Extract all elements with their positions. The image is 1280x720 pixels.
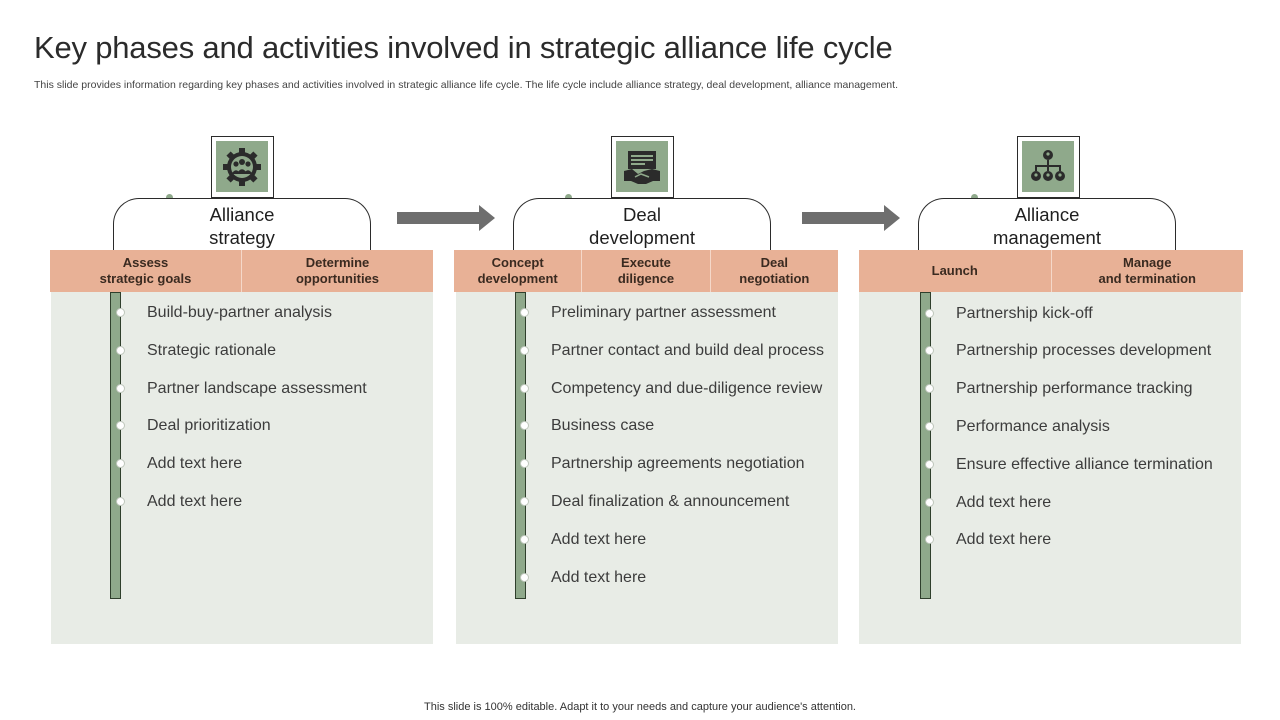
- list-item-text: Add text here: [551, 531, 647, 548]
- phase-2-title-line2: development: [589, 227, 695, 248]
- phase-3-column: Launch: [859, 250, 1052, 292]
- list-item-text: Add text here: [147, 493, 243, 510]
- bullet-icon: [520, 384, 529, 393]
- bullet-icon: [925, 422, 934, 431]
- list-item-text: Competency and due-diligence review: [551, 380, 823, 397]
- bullet-icon: [925, 498, 934, 507]
- bullet-icon: [520, 346, 529, 355]
- column-label-line2: development: [477, 271, 558, 286]
- bullet-icon: [520, 535, 529, 544]
- bullet-icon: [520, 497, 529, 506]
- list-item-text: Add text here: [551, 569, 647, 586]
- bullet-icon: [925, 535, 934, 544]
- phase-2-header: Deal development: [513, 198, 771, 251]
- list-item-text: Build-buy-partner analysis: [147, 304, 332, 321]
- slide-subtitle: This slide provides information regardin…: [34, 79, 898, 91]
- slide-footer: This slide is 100% editable. Adapt it to…: [424, 701, 856, 713]
- phase-1-title-line1: Alliance: [209, 204, 275, 225]
- list-item-text: Business case: [551, 417, 655, 434]
- list-item-text: Strategic rationale: [147, 342, 276, 359]
- list-item-text: Partner contact and build deal process: [551, 342, 825, 359]
- column-label-line2: opportunities: [295, 271, 380, 286]
- bullet-icon: [520, 421, 529, 430]
- org-chart-icon: [1022, 141, 1074, 192]
- bullet-icon: [925, 309, 934, 318]
- list-item-text: Ensure effective alliance termination: [956, 456, 1213, 473]
- list-item-text: Partnership performance tracking: [956, 380, 1193, 397]
- list-item-text: Preliminary partner assessment: [551, 304, 776, 321]
- bullet-icon: [116, 497, 125, 506]
- bullet-icon: [520, 573, 529, 582]
- phase-1-header: Alliance strategy: [113, 198, 371, 251]
- list-item-text: Partnership agreements negotiation: [551, 455, 805, 472]
- bullet-icon: [520, 459, 529, 468]
- column-label-line1: Execute: [621, 255, 671, 270]
- bullet-icon: [925, 460, 934, 469]
- list-item-text: Partnership processes development: [956, 342, 1212, 359]
- list-item-text: Add text here: [147, 455, 243, 472]
- phase-3-icon-frame: [1017, 136, 1080, 198]
- phase-3-title-line2: management: [993, 227, 1101, 248]
- column-label-line1: Deal: [760, 255, 789, 270]
- phase-1-timeline-bar: [110, 292, 121, 599]
- bullet-icon: [520, 308, 529, 317]
- phase-2-accent-dot: [565, 194, 572, 201]
- list-item-text: Deal finalization & announcement: [551, 493, 790, 510]
- column-label-line1: Determine: [305, 255, 370, 270]
- handshake-icon: [616, 141, 668, 192]
- list-item-text: Performance analysis: [956, 418, 1110, 435]
- list-item-text: Deal prioritization: [147, 417, 271, 434]
- phase-1-icon-frame: [211, 136, 274, 198]
- bullet-icon: [925, 346, 934, 355]
- phase-3-timeline-bar: [920, 292, 931, 599]
- phase-2-icon-frame: [611, 136, 674, 198]
- column-label-line2: strategic goals: [99, 271, 192, 286]
- phase-1-title: Alliance strategy: [114, 203, 370, 249]
- phase-3-header: Alliance management: [918, 198, 1176, 251]
- phase-1-title-line2: strategy: [209, 227, 275, 248]
- phase-2-title-line1: Deal: [622, 204, 662, 225]
- list-item-text: Add text here: [956, 531, 1052, 548]
- phase-1-accent-dot: [166, 194, 173, 201]
- phase-3-accent-dot: [971, 194, 978, 201]
- phase-3-title: Alliance management: [919, 203, 1175, 249]
- bullet-icon: [116, 308, 125, 317]
- column-label-line1: Concept: [491, 255, 544, 270]
- phase-2-title: Deal development: [514, 203, 770, 249]
- bullet-icon: [116, 421, 125, 430]
- bullet-icon: [116, 346, 125, 355]
- right-arrow-icon: [397, 205, 495, 231]
- list-item-text: Partner landscape assessment: [147, 380, 367, 397]
- column-label-line2: negotiation: [739, 271, 810, 286]
- phase-3-title-line1: Alliance: [1014, 204, 1080, 225]
- bullet-icon: [116, 459, 125, 468]
- gear-people-icon: [216, 141, 268, 192]
- list-item-text: Partnership kick-off: [956, 305, 1093, 322]
- column-label-line1: Assess: [122, 255, 169, 270]
- column-label-line1: Launch: [931, 263, 978, 278]
- bullet-icon: [116, 384, 125, 393]
- slide-title: Key phases and activities involved in st…: [34, 30, 893, 65]
- bullet-icon: [925, 384, 934, 393]
- phase-2-timeline-bar: [515, 292, 526, 599]
- list-item-text: Add text here: [956, 494, 1052, 511]
- column-label-line1: Manage: [1123, 255, 1172, 270]
- column-label-line2: diligence: [617, 271, 675, 286]
- right-arrow-icon: [802, 205, 900, 231]
- column-label-line2: and termination: [1098, 271, 1196, 286]
